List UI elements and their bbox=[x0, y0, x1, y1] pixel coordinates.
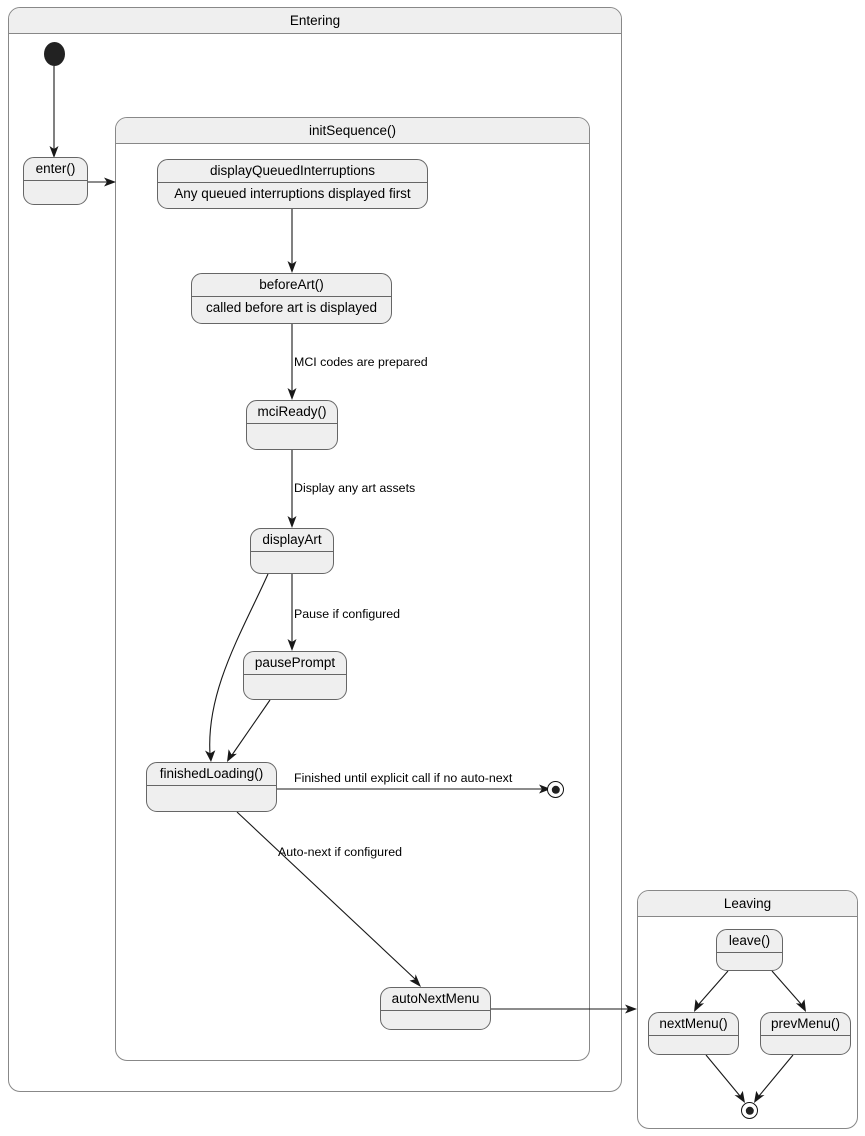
edge-leave-to-nextmenu bbox=[698, 970, 729, 1005]
state-before-art-body: called before art is displayed bbox=[205, 300, 378, 315]
state-next-menu-title: nextMenu() bbox=[659, 1016, 728, 1031]
edge-prevmenu-to-final bbox=[758, 1054, 794, 1097]
state-prev-menu-title: prevMenu() bbox=[770, 1016, 841, 1031]
state-next-menu-body bbox=[649, 1036, 738, 1054]
edge-label-mci-codes-prepared: MCI codes are prepared bbox=[294, 355, 428, 369]
arrowhead-prevmenu-to-final bbox=[754, 1090, 765, 1103]
state-display-queued-interruptions[interactable]: displayQueuedInterruptions Any queued in… bbox=[157, 159, 428, 209]
state-display-queued-interruptions-body: Any queued interruptions displayed first bbox=[174, 186, 411, 201]
edge-leave-to-prevmenu bbox=[771, 970, 802, 1005]
edge-displayart-to-finishedloading bbox=[209, 573, 269, 755]
arrowhead-beforeart-to-mciready bbox=[287, 388, 297, 400]
group-leaving-title: Leaving bbox=[638, 891, 857, 917]
edge-label-display-art-assets: Display any art assets bbox=[294, 481, 416, 495]
state-prev-menu[interactable]: prevMenu() bbox=[760, 1012, 851, 1055]
state-leave[interactable]: leave() bbox=[716, 929, 783, 971]
arrowhead-finishedloading-to-autonextmenu bbox=[409, 974, 421, 987]
state-pause-prompt-title: pausePrompt bbox=[254, 655, 336, 670]
state-finished-loading[interactable]: finishedLoading() bbox=[146, 762, 277, 812]
state-mci-ready[interactable]: mciReady() bbox=[246, 400, 338, 450]
state-finished-loading-body bbox=[147, 786, 276, 811]
group-init-sequence: initSequence() bbox=[115, 117, 590, 1061]
final-state-marker-entering bbox=[547, 781, 564, 798]
group-leaving: Leaving bbox=[637, 890, 858, 1129]
state-mci-ready-separator bbox=[247, 423, 337, 424]
state-pause-prompt-separator bbox=[244, 674, 346, 675]
state-enter-title: enter() bbox=[35, 161, 76, 176]
state-next-menu[interactable]: nextMenu() bbox=[648, 1012, 739, 1055]
initial-state-marker bbox=[44, 42, 65, 66]
edge-nextmenu-to-final bbox=[705, 1054, 741, 1097]
arrowhead-nextmenu-to-final bbox=[734, 1090, 745, 1103]
state-finished-loading-title: finishedLoading() bbox=[159, 766, 264, 781]
state-auto-next-menu-title: autoNextMenu bbox=[391, 991, 480, 1006]
state-pause-prompt-body bbox=[244, 675, 346, 699]
state-next-menu-separator bbox=[649, 1035, 738, 1036]
state-auto-next-menu[interactable]: autoNextMenu bbox=[380, 987, 491, 1030]
state-auto-next-menu-body bbox=[381, 1011, 490, 1029]
state-display-art[interactable]: displayArt bbox=[250, 528, 334, 574]
group-entering-title: Entering bbox=[9, 8, 621, 34]
state-leave-separator bbox=[717, 952, 782, 953]
arrowhead-leave-to-nextmenu bbox=[694, 999, 705, 1012]
state-display-queued-interruptions-separator bbox=[158, 182, 427, 183]
arrowhead-displayart-to-finishedloading bbox=[205, 750, 216, 762]
arrowhead-autonextmenu-to-leaving bbox=[625, 1004, 637, 1014]
state-display-art-body bbox=[251, 552, 333, 573]
state-leave-title: leave() bbox=[728, 933, 771, 948]
state-display-art-title: displayArt bbox=[262, 532, 322, 547]
state-display-art-separator bbox=[251, 551, 333, 552]
group-init-sequence-title: initSequence() bbox=[116, 118, 589, 144]
state-enter[interactable]: enter() bbox=[23, 157, 88, 205]
state-mci-ready-body bbox=[247, 424, 337, 449]
edge-label-pause-if-configured: Pause if configured bbox=[294, 607, 401, 621]
state-enter-separator bbox=[24, 180, 87, 181]
state-prev-menu-separator bbox=[761, 1035, 850, 1036]
state-before-art[interactable]: beforeArt() called before art is display… bbox=[191, 273, 392, 324]
edge-label-auto-next-if-configured: Auto-next if configured bbox=[278, 845, 402, 859]
arrowhead-displayart-to-pauseprompt bbox=[287, 639, 297, 651]
arrowhead-mciready-to-displayart bbox=[287, 516, 297, 528]
arrowhead-start-to-enter bbox=[49, 146, 59, 158]
state-enter-body bbox=[24, 181, 87, 204]
arrowhead-dqi-to-beforeart bbox=[287, 261, 297, 273]
edge-label-finished-until-explicit: Finished until explicit call if no auto-… bbox=[294, 771, 513, 785]
final-state-marker-leaving bbox=[741, 1102, 758, 1119]
state-leave-body bbox=[717, 953, 782, 970]
arrowhead-pauseprompt-to-finishedloading bbox=[227, 749, 237, 762]
state-pause-prompt[interactable]: pausePrompt bbox=[243, 651, 347, 700]
state-auto-next-menu-separator bbox=[381, 1010, 490, 1011]
state-finished-loading-separator bbox=[147, 785, 276, 786]
edge-finishedloading-to-autonextmenu bbox=[236, 811, 416, 980]
state-before-art-title: beforeArt() bbox=[259, 277, 324, 292]
state-before-art-separator bbox=[192, 296, 391, 297]
state-display-queued-interruptions-title: displayQueuedInterruptions bbox=[209, 163, 376, 178]
arrowhead-leave-to-prevmenu bbox=[795, 999, 806, 1012]
arrowhead-enter-to-initsequence bbox=[104, 177, 116, 187]
arrowhead-finishedloading-to-final bbox=[539, 784, 551, 794]
state-prev-menu-body bbox=[761, 1036, 850, 1054]
edge-pauseprompt-to-finishedloading bbox=[231, 699, 271, 756]
state-mci-ready-title: mciReady() bbox=[257, 404, 327, 419]
